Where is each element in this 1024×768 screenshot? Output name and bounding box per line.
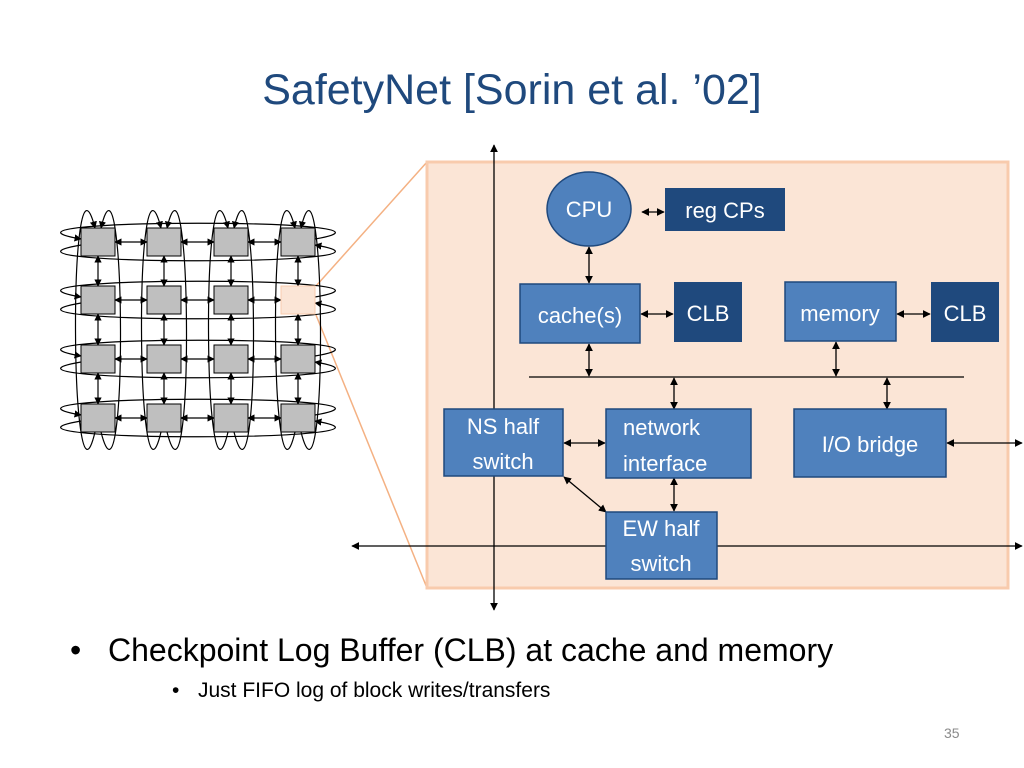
row-wrap-link xyxy=(60,280,336,300)
mesh-node xyxy=(146,344,182,374)
mesh-node xyxy=(213,344,249,374)
clb-memory-block: CLB xyxy=(931,282,999,342)
mesh-node xyxy=(80,285,116,315)
column-wrap-link xyxy=(207,209,230,451)
page-number: 35 xyxy=(944,725,960,741)
bullet-dot: • xyxy=(70,632,82,668)
column-wrap-link xyxy=(164,209,188,451)
mesh-node xyxy=(213,285,249,315)
ns-half-switch-line2: switch xyxy=(472,449,533,474)
network-interface-line2: interface xyxy=(623,451,707,476)
column-wrap-link xyxy=(74,209,97,451)
bullet-main: • Checkpoint Log Buffer (CLB) at cache an… xyxy=(70,632,833,669)
ew-half-switch-line1: EW half xyxy=(622,516,700,541)
io-bridge-block: I/O bridge xyxy=(793,408,947,478)
column-wrap-link xyxy=(274,209,297,451)
column-wrap-link xyxy=(140,209,163,451)
row-wrap-link xyxy=(60,418,336,438)
slide-title: SafetyNet [Sorin et al. ’02] xyxy=(262,66,762,114)
bullet-sub-text: Just FIFO log of block writes/transfers xyxy=(198,679,551,702)
memory-block: memory xyxy=(784,281,897,342)
row-wrap-link xyxy=(60,300,336,320)
mesh-node xyxy=(280,344,316,374)
row-wrap-link xyxy=(60,222,336,242)
clb-cache-label: CLB xyxy=(687,301,730,326)
mesh-node xyxy=(146,403,182,433)
row-wrap-link xyxy=(60,359,336,379)
mesh-node xyxy=(80,403,116,433)
mesh-node xyxy=(280,403,316,433)
mesh-node xyxy=(146,227,182,257)
ns-half-switch-block: NS half switch xyxy=(443,408,564,477)
mesh-node xyxy=(280,227,316,257)
ew-half-switch-block: EW half switch xyxy=(605,511,718,580)
torus-mesh xyxy=(60,209,336,451)
reg-cps-block: reg CPs xyxy=(665,188,785,231)
clb-memory-label: CLB xyxy=(944,301,987,326)
clb-cache-block: CLB xyxy=(674,282,742,342)
zoom-lines xyxy=(315,161,428,589)
mesh-node-highlighted xyxy=(280,285,316,315)
mesh-node xyxy=(213,227,249,257)
row-wrap-link xyxy=(60,398,336,418)
bullet-sub: • Just FIFO log of block writes/transfers xyxy=(172,679,550,703)
column-wrap-link xyxy=(98,209,122,451)
reg-cps-label: reg CPs xyxy=(685,198,764,223)
column-wrap-link xyxy=(231,209,255,451)
row-wrap-link xyxy=(60,242,336,262)
mesh-node xyxy=(80,344,116,374)
bullet-main-text: Checkpoint Log Buffer (CLB) at cache and… xyxy=(108,632,834,668)
row-wrap-link xyxy=(60,339,336,359)
mesh-node xyxy=(213,403,249,433)
network-interface-block: network interface xyxy=(605,408,752,479)
memory-label: memory xyxy=(800,301,879,326)
ew-half-switch-line2: switch xyxy=(630,551,691,576)
mesh-node xyxy=(146,285,182,315)
cache-label: cache(s) xyxy=(538,303,622,328)
cache-block: cache(s) xyxy=(519,283,641,344)
cpu-block: CPU xyxy=(546,171,632,247)
ns-half-switch-line1: NS half xyxy=(467,414,540,439)
io-bridge-label: I/O bridge xyxy=(822,432,919,457)
mesh-node xyxy=(80,227,116,257)
column-wrap-link xyxy=(298,209,322,451)
network-interface-line1: network xyxy=(623,415,701,440)
cpu-label: CPU xyxy=(566,197,612,222)
connection-arrows xyxy=(563,208,1023,513)
bullet-dot: • xyxy=(172,679,180,702)
